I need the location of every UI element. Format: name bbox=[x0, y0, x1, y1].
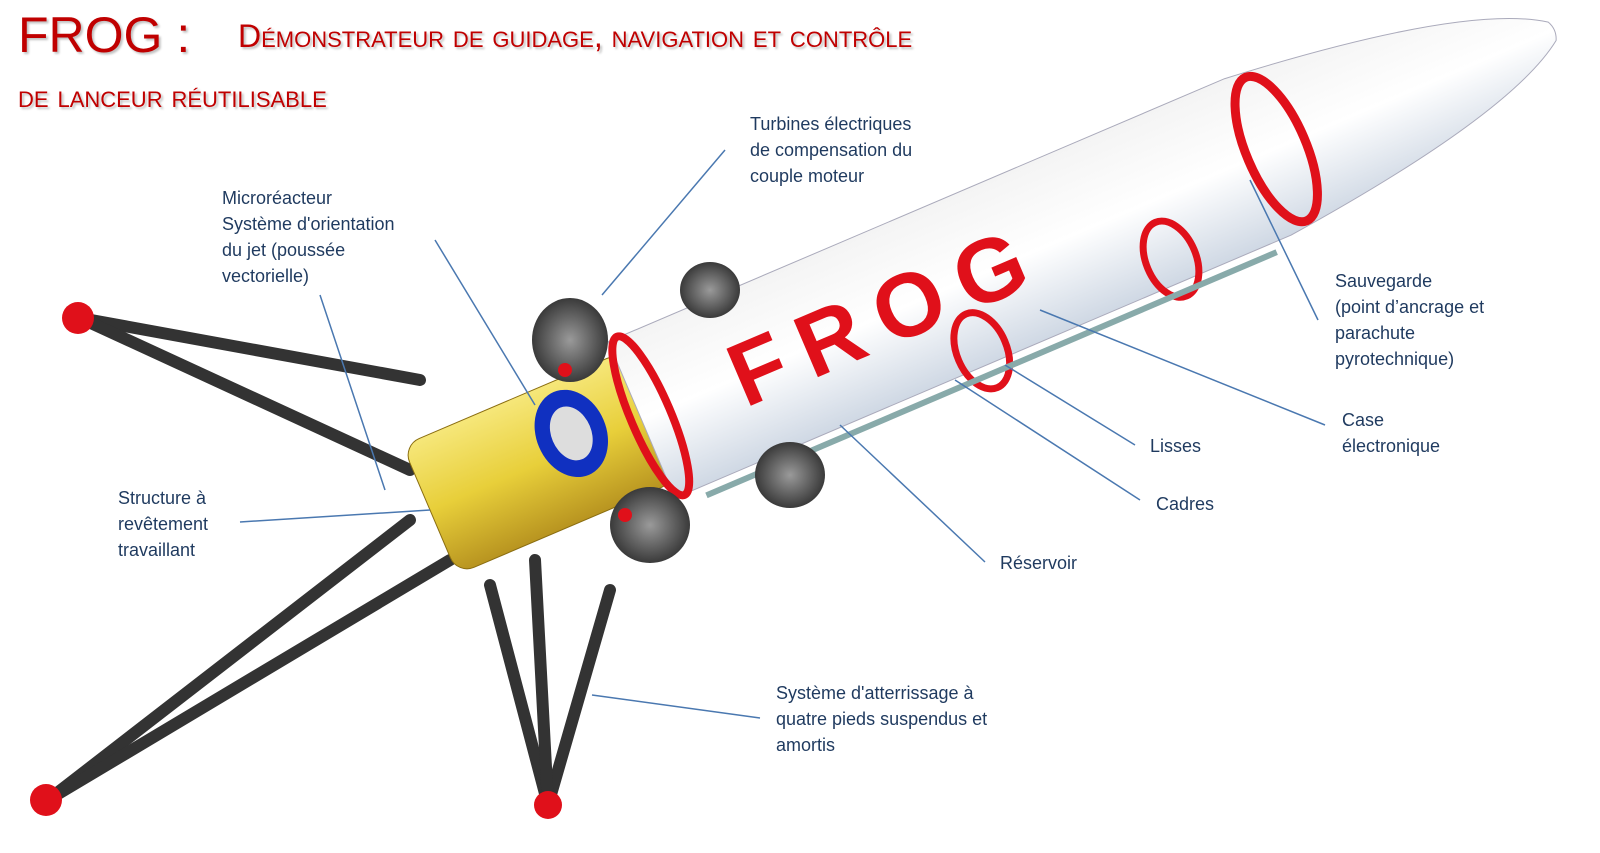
label-cadres: Cadres bbox=[1156, 494, 1215, 514]
title-subtitle-2: de lanceur réutilisable bbox=[18, 78, 327, 114]
label-reservoir: Réservoir bbox=[1000, 553, 1078, 573]
turbines bbox=[532, 262, 825, 563]
label-atterrissage: Système d'atterrissage à quatre pieds su… bbox=[776, 683, 988, 755]
landing-legs bbox=[42, 312, 616, 811]
leader-lines bbox=[239, 149, 1326, 719]
title-main: FROG : bbox=[18, 7, 191, 63]
landing-feet bbox=[30, 302, 562, 819]
label-case-electronique: Case électronique bbox=[1342, 410, 1441, 456]
label-sauvegarde: Sauvegarde (point d’ancrage et parachute… bbox=[1335, 271, 1485, 369]
title-subtitle-1: Démonstrateur de guidage, navigation et … bbox=[238, 18, 913, 54]
label-turbines: Turbines électriques de compensation du … bbox=[750, 114, 913, 186]
label-lisses: Lisses bbox=[1150, 436, 1202, 456]
label-structure: Structure à revêtement travaillant bbox=[118, 488, 209, 560]
label-microreacteur: Microréacteur Système d'orientation du j… bbox=[222, 188, 395, 286]
